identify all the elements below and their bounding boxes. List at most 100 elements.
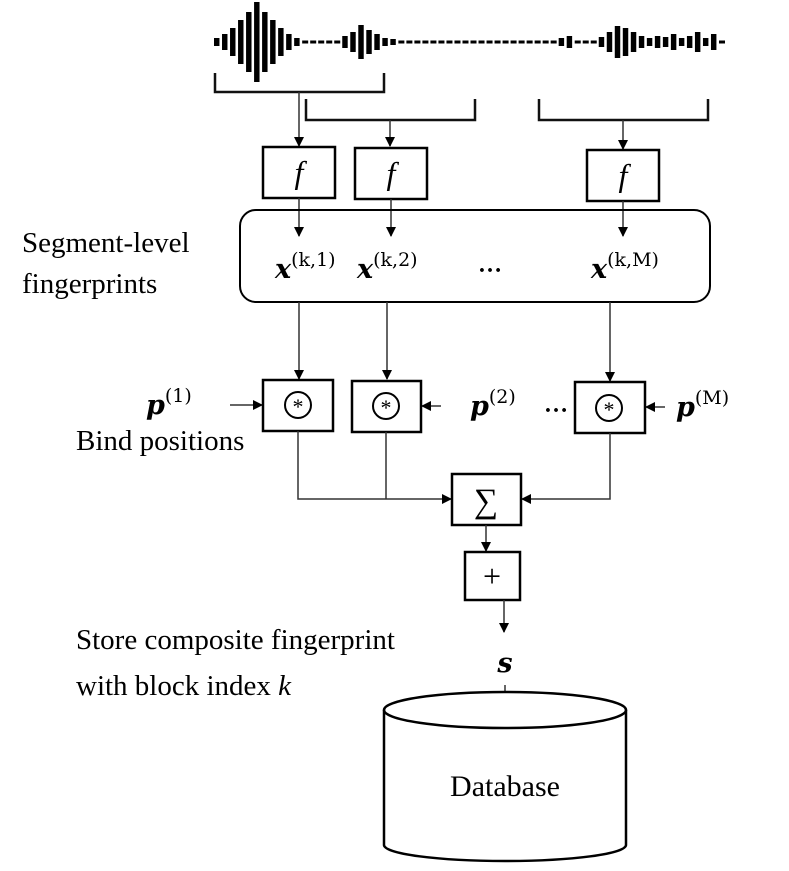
arrow: [521, 433, 611, 504]
waveform-bar: [502, 40, 509, 44]
waveform-bar: [646, 38, 653, 46]
waveform-bar: [582, 40, 589, 44]
waveform-bar: [302, 40, 309, 44]
waveform-bar: [326, 40, 333, 44]
waveform-bar: [462, 40, 469, 44]
position-1: p(1): [146, 385, 192, 421]
waveform-bar: [214, 38, 220, 46]
function-box-1: f: [261, 145, 337, 200]
waveform-bar: [718, 40, 725, 44]
waveform-bar: [310, 40, 317, 44]
waveform-bar: [230, 28, 236, 56]
function-box-3: f: [585, 148, 661, 203]
waveform-bar: [510, 40, 517, 44]
waveform-bar: [542, 40, 549, 44]
waveform-bar: [358, 25, 364, 59]
bind-box-1: *: [261, 378, 335, 433]
waveform-bar: [550, 40, 557, 44]
audio-waveform: [214, 2, 725, 82]
waveform-bar: [446, 40, 453, 44]
waveform-bar: [382, 38, 388, 46]
arrow: [297, 431, 452, 504]
waveform-bar: [294, 38, 300, 46]
waveform-bar: [262, 12, 268, 72]
waveform-bar: [222, 34, 228, 50]
waveform-bar: [534, 40, 541, 44]
waveform-bar: [374, 34, 380, 50]
svg-text:*: *: [293, 394, 304, 419]
waveform-bar: [622, 28, 629, 56]
waveform-bar: [238, 20, 244, 64]
waveform-bar: [606, 32, 613, 52]
waveform-bar: [566, 36, 573, 48]
database-cylinder: Database: [382, 690, 628, 863]
waveform-bar: [246, 12, 252, 72]
waveform-bar: [478, 40, 485, 44]
waveform-bar: [638, 36, 645, 48]
waveform-bar: [366, 30, 372, 54]
fingerprint-1: x(k,1): [274, 249, 336, 285]
segment-bracket-3: [537, 99, 710, 122]
sum-box: ∑: [450, 472, 523, 527]
waveform-bar: [630, 32, 637, 52]
waveform-bar: [254, 2, 260, 82]
sum-symbol: ∑: [474, 483, 498, 520]
waveform-bar: [526, 40, 533, 44]
segment-level-label: Segment-level: [22, 227, 190, 259]
store-label: Store composite fingerprint: [76, 624, 395, 656]
waveform-bar: [454, 40, 461, 44]
waveform-bar: [486, 40, 493, 44]
composite-fingerprint: s: [496, 648, 512, 679]
waveform-bar: [590, 40, 597, 44]
fingerprint-2: x(k,2): [356, 249, 418, 285]
position-2: p(2): [470, 386, 516, 422]
fingerprint-m: x(k,M): [590, 249, 659, 285]
waveform-bar: [686, 36, 693, 48]
waveform-bar: [438, 40, 445, 44]
bind-positions-label: Bind positions: [76, 425, 244, 457]
waveform-bar: [494, 40, 501, 44]
waveform-bar: [398, 40, 405, 44]
waveform-bar: [678, 38, 685, 46]
svg-text:*: *: [381, 395, 392, 420]
waveform-bar: [430, 40, 437, 44]
waveform-bar: [654, 36, 661, 48]
database-label: Database: [450, 770, 560, 803]
waveform-bar: [286, 34, 292, 50]
waveform-bar: [318, 40, 325, 44]
ellipsis: …: [478, 252, 502, 278]
waveform-bar: [662, 37, 669, 47]
waveform-bar: [558, 38, 565, 46]
segment-bracket-1: [213, 73, 386, 94]
waveform-bar: [278, 28, 284, 56]
waveform-bar: [518, 40, 525, 44]
fingerprints-label: fingerprints: [22, 268, 157, 300]
waveform-bar: [414, 40, 421, 44]
plus-symbol: +: [483, 558, 501, 594]
svg-text:*: *: [604, 397, 615, 422]
waveform-bar: [670, 34, 677, 50]
waveform-bar: [710, 34, 717, 50]
waveform-bar: [574, 40, 581, 44]
waveform-bar: [598, 37, 605, 47]
position-m: p(M): [676, 387, 729, 423]
ellipsis: …: [544, 392, 568, 418]
waveform-bar: [406, 40, 413, 44]
plus-box: +: [463, 550, 522, 602]
block-index-label: with block index k: [76, 670, 292, 702]
bind-box-3: *: [573, 380, 647, 435]
waveform-bar: [422, 40, 429, 44]
waveform-bar: [350, 32, 356, 52]
segment-bracket-2: [304, 99, 477, 122]
waveform-bar: [614, 26, 621, 58]
waveform-bar: [270, 20, 276, 64]
waveform-bar: [342, 36, 348, 48]
waveform-bar: [334, 40, 341, 44]
bind-box-2: *: [350, 379, 423, 434]
waveform-bar: [470, 40, 477, 44]
waveform-bar: [390, 39, 396, 45]
fingerprints-container: [239, 209, 711, 303]
waveform-bar: [694, 32, 701, 52]
function-box-2: f: [353, 146, 429, 201]
